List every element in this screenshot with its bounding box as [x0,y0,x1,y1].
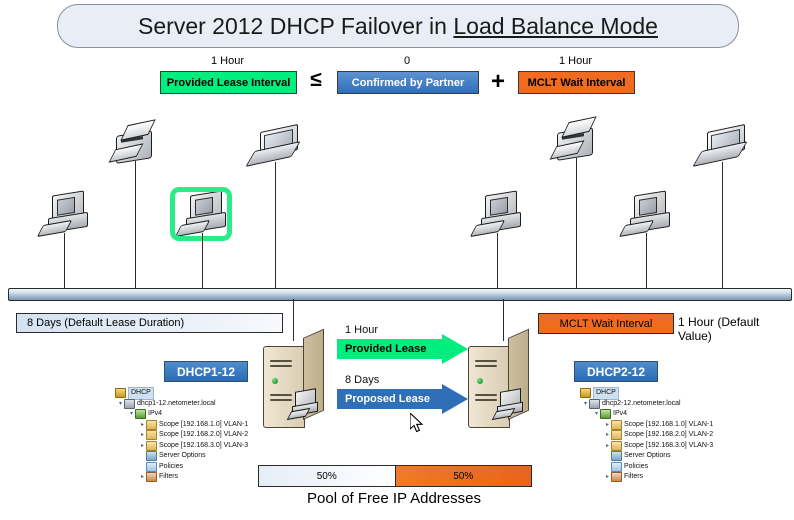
device-stem-line [722,162,723,289]
diagram-title-box: Server 2012 DHCP Failover in Load Balanc… [57,4,739,48]
workstation-icon [36,190,90,238]
tree-item-server-options[interactable]: Server Options [108,451,248,462]
proposed-lease-arrow: Proposed Lease [337,384,468,414]
default-lease-duration-box: 8 Days (Default Lease Duration) [16,313,283,333]
tree-server-label: dhcp2-12.netometer.local [602,399,681,407]
printer-icon [108,119,158,165]
pool-caption: Pool of Free IP Addresses [307,490,481,507]
provided-lease-arrow-label: Provided Lease [337,339,442,359]
dhcp2-badge: DHCP2-12 [574,361,658,382]
tree-root-label: DHCP [593,387,619,400]
provided-lease-arrow: Provided Lease [337,334,468,364]
device-stem-line [64,233,65,289]
tree-scope-label: Scope [192.168.1.0] VLAN-1 [159,420,249,428]
tree-item-scope-1[interactable]: ▸ Scope [192.168.1.0] VLAN-1 [573,419,714,431]
tree-item-scope-2[interactable]: ▸ Scope [192.168.2.0] VLAN-2 [108,430,248,441]
stem-to-dhcp2-server [503,299,504,341]
highlighted-client-outline [170,187,232,241]
laptop-icon [245,123,301,167]
tree-item-filters[interactable]: ▸ Filters [108,472,248,483]
device-stem-line [135,161,136,289]
dhcp2-console-tree[interactable]: DHCP ▾ dhcp2-12.netometer.local ▾ IPv4 ▸… [573,387,714,483]
device-stem-line [646,233,647,289]
less-than-or-equal-operator: ≤ [310,68,322,91]
tree-ipv4-label: IPv4 [148,410,163,417]
tree-scope-label: Scope [192.168.1.0] VLAN-1 [624,420,714,428]
tree-item-filters[interactable]: ▸ Filters [573,472,713,483]
provided-lease-interval-box: Provided Lease Interval [160,71,297,94]
device-stem-line [202,233,203,289]
tree-item-policies[interactable]: Policies [108,461,248,473]
mclt-default-value-caption: 1 Hour (Default Value) [678,315,760,343]
proposed-lease-arrow-label: Proposed Lease [337,389,442,409]
tree-item-scope-3[interactable]: ▸ Scope [192.168.3.0] VLAN-3 [573,440,714,452]
tree-item-ipv4[interactable]: ▾ IPv4 [573,409,713,420]
tree-ipv4-label: IPv4 [613,410,628,417]
title-underlined: Load Balance Mode [453,12,658,39]
dhcp1-badge: DHCP1-12 [164,361,248,382]
tree-item-ipv4[interactable]: ▾ IPv4 [108,409,248,420]
mclt-wait-interval-bar: MCLT Wait Interval [538,313,674,334]
device-stem-line [275,162,276,289]
dhcp1-server-icon [263,328,324,428]
mclt-wait-interval-box: MCLT Wait Interval [518,71,635,94]
provided-lease-interval-caption: 1 Hour [210,55,245,67]
tree-server-label: dhcp1-12.netometer.local [137,399,216,407]
proposed-lease-caption: 8 Days [345,374,380,386]
title-prefix: Server 2012 DHCP Failover in [138,12,454,39]
tree-item-server[interactable]: ▾ dhcp1-12.netometer.local [108,398,248,410]
device-stem-line [576,158,577,289]
dhcp1-console-tree[interactable]: DHCP ▾ dhcp1-12.netometer.local ▾ IPv4 ▸… [108,387,249,483]
free-ip-pool-bar: 50% 50% [258,465,532,487]
workstation-icon [469,190,523,238]
tree-server-options-label: Server Options [624,452,671,459]
tree-item-policies[interactable]: Policies [573,461,713,473]
stem-to-dhcp1-server [293,299,294,341]
tree-scope-label: Scope [192.168.2.0] VLAN-2 [624,431,714,438]
tree-root-dhcp[interactable]: DHCP [108,387,248,400]
network-bus-line [8,288,792,301]
tree-server-options-label: Server Options [159,452,206,459]
provided-lease-caption: 1 Hour [345,324,379,336]
tree-policies-label: Policies [159,462,184,470]
tree-filters-label: Filters [624,473,644,480]
laptop-icon [692,123,748,167]
tree-item-scope-2[interactable]: ▸ Scope [192.168.2.0] VLAN-2 [573,430,713,441]
tree-item-server-options[interactable]: Server Options [573,451,713,462]
tree-item-server[interactable]: ▾ dhcp2-12.netometer.local [573,398,713,410]
device-stem-line [497,233,498,289]
pool-left-percent: 50% [259,466,396,486]
tree-scope-label: Scope [192.168.3.0] VLAN-3 [159,441,249,449]
pool-right-percent: 50% [395,466,531,486]
tree-scope-label: Scope [192.168.2.0] VLAN-2 [159,431,249,438]
tree-item-scope-3[interactable]: ▸ Scope [192.168.3.0] VLAN-3 [108,440,249,452]
tree-root-dhcp[interactable]: DHCP [573,387,713,400]
tree-root-label: DHCP [128,387,154,400]
plus-operator: + [490,68,505,95]
confirmed-by-partner-box: Confirmed by Partner [337,71,479,94]
tree-policies-label: Policies [624,462,649,470]
workstation-icon [618,190,672,238]
mclt-wait-interval-caption: 1 Hour [558,55,593,67]
mouse-cursor-icon [410,413,424,433]
dhcp2-server-icon [468,328,529,428]
confirmed-by-partner-caption: 0 [403,55,411,67]
page-title: Server 2012 DHCP Failover in Load Balanc… [138,13,658,40]
tree-filters-label: Filters [159,473,179,480]
printer-icon [549,116,599,162]
tree-scope-label: Scope [192.168.3.0] VLAN-3 [624,441,714,449]
tree-item-scope-1[interactable]: ▸ Scope [192.168.1.0] VLAN-1 [108,419,249,431]
